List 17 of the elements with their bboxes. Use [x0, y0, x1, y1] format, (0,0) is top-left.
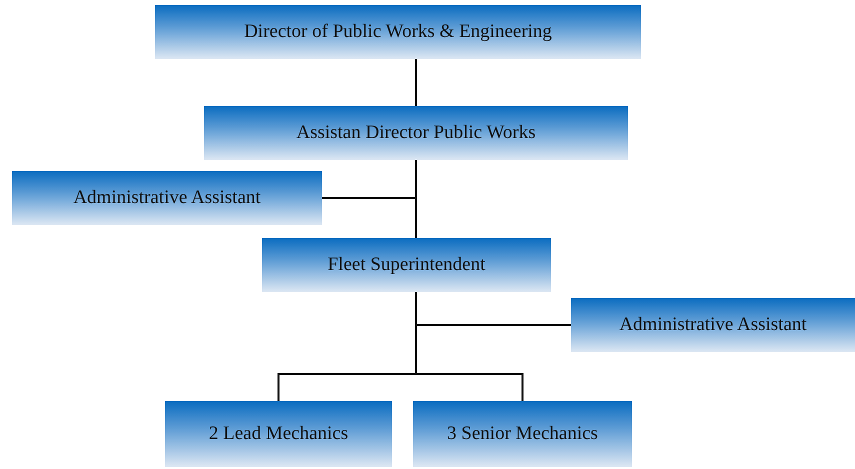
role-title: 2 Lead Mechanics — [208, 423, 348, 445]
role-title: Administrative Assistant — [73, 187, 261, 209]
role-box — [204, 106, 628, 160]
role-title: 3 Senior Mechanics — [447, 423, 598, 445]
role-box — [165, 401, 392, 467]
connector-line — [415, 160, 417, 238]
role-title: Administrative Assistant — [619, 314, 807, 336]
role-box — [262, 238, 551, 292]
role-title: Director of Public Works & Engineering — [244, 21, 552, 43]
connector-line — [415, 59, 417, 106]
role-title: Fleet Superintendent — [328, 254, 486, 276]
role-box — [12, 171, 322, 225]
role-title: Assistan Director Public Works — [296, 122, 536, 144]
connector-line — [415, 292, 524, 401]
role-box — [571, 298, 855, 352]
role-box — [155, 5, 641, 59]
role-box — [413, 401, 632, 467]
